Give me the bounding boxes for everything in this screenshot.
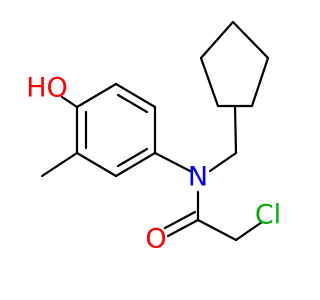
carbonyl-double-bond-b [163,210,197,230]
nitrogen-to-aryl-bond [153,151,192,173]
carbonyl-double-bond-a [166,218,200,238]
ch2-to-chlorine-bond [234,220,264,242]
ch2-to-nitrogen-bond [208,151,238,173]
nitrogen-label: N [188,162,208,193]
benzene-bond-3 [75,82,118,109]
carbonyl-to-ch2cl-bond [196,218,238,242]
aromatic-inner-bond-3 [116,147,149,168]
methyl-bond [40,151,79,178]
cyclopentane-bond-2 [199,56,220,108]
ring-to-ch2-bond [233,104,238,155]
cyclopentane-bond-4 [250,56,270,108]
carbonyl-oxygen-label: O [145,224,166,255]
cyclopentane-bond-1 [199,20,235,60]
bond-lines [40,20,270,242]
hydroxyl-label: HO [26,73,68,104]
benzene-bond-5 [75,151,118,178]
molecule-structure: HO N O Cl [26,20,281,255]
benzene-bond-6 [114,151,157,178]
cyclopentane-bond-5 [231,20,270,60]
chlorine-label: Cl [255,200,281,231]
aryl-to-hydroxyl-bond [60,95,79,109]
aromatic-inner-bond-1 [116,93,149,114]
benzene-bond-2 [114,82,157,109]
